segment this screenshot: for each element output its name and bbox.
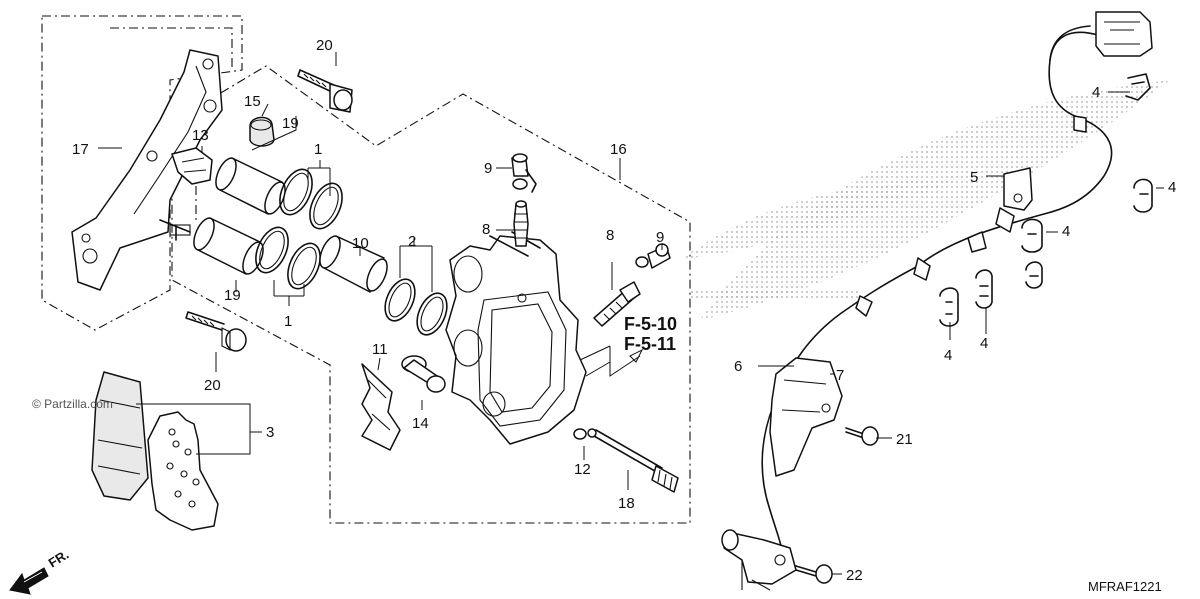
piston-lower: [193, 217, 264, 275]
caliper-body: [445, 231, 587, 445]
callout-5: 5: [970, 169, 978, 186]
callout-19b: 19: [224, 287, 241, 304]
callout-4b: 4: [1168, 179, 1176, 196]
callout-3: 3: [266, 424, 274, 441]
caliper-bracket: [71, 49, 223, 291]
callout-1b: 1: [284, 313, 292, 330]
brake-pad-rear: [91, 371, 149, 501]
callout-8a: 8: [482, 221, 490, 238]
wire-clamp-3: [1021, 218, 1043, 253]
callout-20a: 20: [316, 37, 333, 54]
diagram-code: MFRAF1221: [1088, 579, 1162, 594]
bolt-lower: [185, 311, 247, 352]
callout-1a: 1: [314, 141, 322, 158]
wire-clamp-4: [1025, 261, 1043, 289]
callout-4d: 4: [944, 347, 952, 364]
partzilla-watermark: © Partzilla.com: [32, 397, 113, 411]
callout-7: 7: [836, 367, 844, 384]
callout-14: 14: [412, 415, 429, 432]
retainer-clip: [361, 363, 401, 451]
bolt-sensor: [795, 564, 833, 584]
callout-4e: 4: [980, 335, 988, 352]
callout-17: 17: [72, 141, 89, 158]
slide-pin: [587, 428, 679, 493]
piston-small: [319, 235, 388, 293]
callout-6: 6: [734, 358, 742, 375]
callout-4a: 4: [1092, 84, 1100, 101]
pad-spring: [171, 147, 213, 185]
bolt-upper: [297, 69, 353, 113]
frame-bracket-inner: [110, 27, 233, 68]
callout-21: 21: [896, 431, 913, 448]
leader-lines: [98, 52, 1164, 575]
wing-logo-watermark: [680, 80, 1170, 320]
wire-clamp-5: [939, 269, 993, 327]
bleeder-valve-side: [593, 281, 641, 327]
callout-4c: 4: [1062, 223, 1070, 240]
seal-set-upper: [279, 168, 343, 230]
reference-f-5-11[interactable]: F-5-11: [624, 334, 676, 354]
piston-upper: [215, 157, 286, 215]
seal-set-small: [384, 278, 448, 336]
callout-10: 10: [352, 235, 369, 252]
boot: [249, 116, 275, 147]
sealing-washer: [573, 428, 587, 440]
wheel-speed-sensor-harness: [761, 11, 1153, 551]
seal-set-lower: [255, 226, 321, 290]
cable-guide: [769, 357, 843, 477]
sensor-bracket: [1003, 167, 1033, 211]
callout-9a: 9: [484, 160, 492, 177]
callout-20b: 20: [204, 377, 221, 394]
callout-19a: 19: [282, 115, 299, 132]
reference-f-5-10[interactable]: F-5-10: [624, 314, 677, 334]
callout-2: 2: [408, 233, 416, 250]
brake-pad-front: [147, 411, 219, 531]
wheel-speed-sensor: [721, 529, 797, 591]
front-direction-arrow: FR.: [9, 547, 72, 595]
callout-8b: 8: [606, 227, 614, 244]
callout-16: 16: [610, 141, 627, 158]
bleeder-cap-side: [635, 243, 671, 269]
callout-18: 18: [618, 495, 635, 512]
callout-15: 15: [244, 93, 261, 110]
callout-12: 12: [574, 461, 591, 478]
wire-clamp-2: [1133, 178, 1153, 213]
callout-22: 22: [846, 567, 863, 584]
wire-clamp-1: [1125, 73, 1151, 101]
front-marker-label: FR.: [46, 547, 72, 571]
callout-labels: 1 1 2 3 4 4 4 4 4 5 6 7 8 8 9 9 10 11 12…: [72, 37, 1176, 584]
bleeder-valve-upper: [513, 200, 529, 247]
callout-13: 13: [192, 127, 209, 144]
callout-11: 11: [372, 341, 388, 358]
bolt-cable-guide: [845, 426, 879, 446]
bleeder-cap-upper: [511, 153, 537, 193]
frame-caliper-assembly: [171, 65, 691, 524]
pad-pin: [401, 355, 446, 393]
callout-9b: 9: [656, 229, 664, 246]
